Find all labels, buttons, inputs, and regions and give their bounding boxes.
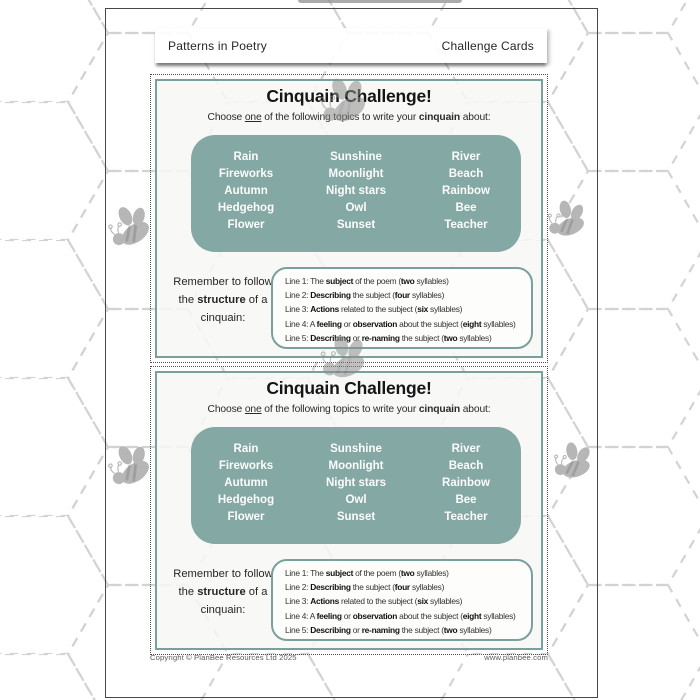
topic-word: Fireworks bbox=[218, 459, 274, 472]
website-url: www.planbee.com bbox=[484, 653, 548, 662]
page-title: Patterns in Poetry bbox=[168, 38, 267, 53]
topic-word: Rain bbox=[233, 151, 259, 163]
structure-rule-line: Line 2: Describing the subject (four syl… bbox=[285, 582, 445, 593]
bee-icon bbox=[550, 437, 598, 486]
topic-word: Sunset bbox=[336, 218, 376, 231]
page-subtitle: Challenge Cards bbox=[441, 38, 534, 53]
topic-word: Teacher bbox=[444, 218, 488, 231]
topic-word: Rainbow bbox=[442, 184, 490, 197]
challenge-card-2: Cinquain Challenge! Choose one of the fo… bbox=[150, 366, 548, 655]
structure-rule-line: Line 1: The subject of the poem (two syl… bbox=[285, 276, 449, 286]
structure-reminder: Remember to follow the structure of a ci… bbox=[173, 568, 273, 616]
topic-word: Rain bbox=[233, 443, 259, 455]
structure-rule-line: Line 4: A feeling or observation about t… bbox=[285, 318, 516, 329]
bee-icon bbox=[318, 331, 371, 385]
topic-word: River bbox=[451, 151, 481, 163]
structure-rules-box: Line 1: The subject of the poem (two syl… bbox=[271, 559, 533, 641]
structure-rule-line: Line 5: Describing or re-naming the subj… bbox=[285, 332, 492, 343]
structure-rule-line: Line 1: The subject of the poem (two syl… bbox=[285, 568, 449, 578]
topic-word: Owl bbox=[345, 201, 367, 214]
structure-rule-line: Line 5: Describing or re-naming the subj… bbox=[285, 624, 492, 635]
topic-word: Moonlight bbox=[328, 459, 384, 472]
structure-rule-line: Line 2: Describing the subject (four syl… bbox=[285, 290, 445, 301]
topic-word: Moonlight bbox=[328, 167, 384, 180]
topic-word: Bee bbox=[455, 201, 477, 214]
footer: Copyright © PlanBee Resources Ltd 2025 w… bbox=[150, 653, 548, 662]
topic-word: Teacher bbox=[444, 510, 488, 523]
topic-word: Beach bbox=[448, 459, 484, 472]
clipped-bee-smudge bbox=[298, 0, 462, 3]
topic-word: Bee bbox=[455, 493, 477, 506]
structure-rules-box: Line 1: The subject of the poem (two syl… bbox=[271, 267, 533, 349]
topic-word: River bbox=[451, 443, 481, 455]
bee-icon bbox=[317, 73, 372, 130]
topic-word: Night stars bbox=[325, 184, 387, 197]
topic-word: Rainbow bbox=[442, 476, 490, 489]
card-title: Cinquain Challenge! bbox=[266, 378, 432, 398]
topic-word: Beach bbox=[448, 167, 484, 180]
header-bar: Patterns in Poetry Challenge Cards bbox=[155, 28, 547, 63]
topic-word: Night stars bbox=[325, 476, 387, 489]
topic-word: Owl bbox=[345, 493, 367, 506]
topic-word: Sunshine bbox=[330, 443, 382, 455]
topic-word: Autumn bbox=[224, 476, 268, 489]
topic-word: Fireworks bbox=[218, 167, 274, 180]
topic-word: Hedgehog bbox=[217, 201, 275, 214]
structure-rule-line: Line 3: Actions related to the subject (… bbox=[285, 596, 463, 607]
bee-icon bbox=[545, 196, 591, 243]
topic-word: Flower bbox=[227, 218, 265, 231]
topic-word: Sunshine bbox=[330, 151, 382, 163]
card-instruction: Choose one of the following topics to wr… bbox=[207, 404, 491, 415]
structure-rule-line: Line 4: A feeling or observation about t… bbox=[285, 610, 516, 621]
copyright-text: Copyright © PlanBee Resources Ltd 2025 bbox=[150, 653, 297, 662]
topic-word: Hedgehog bbox=[217, 493, 275, 506]
topic-word: Autumn bbox=[224, 184, 268, 197]
structure-rule-line: Line 3: Actions related to the subject (… bbox=[285, 304, 463, 315]
topic-word: Flower bbox=[227, 510, 265, 523]
structure-reminder: Remember to follow the structure of a ci… bbox=[173, 276, 273, 324]
topic-word: Sunset bbox=[336, 510, 376, 523]
